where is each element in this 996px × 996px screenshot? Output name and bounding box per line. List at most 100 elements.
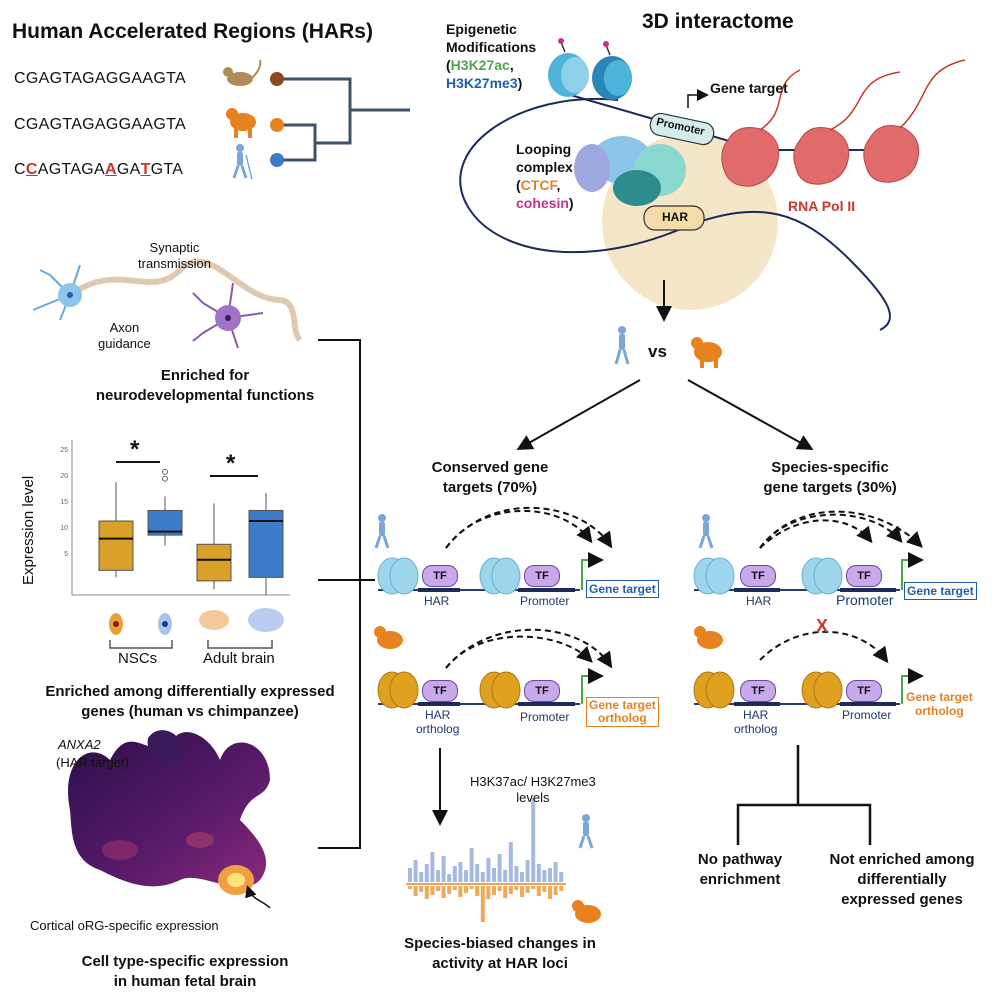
human-icon-tree	[232, 144, 253, 180]
track-bar-chimp	[447, 886, 452, 894]
conserved-chimp-row	[377, 628, 613, 709]
har-label-conserved: HAR	[424, 594, 450, 608]
specific-outcome-tree	[736, 745, 872, 845]
adult-brain-label: Adult brain	[203, 650, 275, 667]
track-bar-human	[480, 872, 485, 882]
track-bar-chimp	[553, 886, 558, 895]
track-bar-human	[508, 842, 513, 882]
promoter-chimp-conserved: Promoter	[520, 710, 570, 724]
seq-monkey: CGAGTAGAGGAAGTA	[14, 70, 186, 87]
blocked-x: X	[816, 616, 829, 636]
track-bar-human	[475, 864, 480, 882]
seq-chimp: CGAGTAGAGGAAGTA	[14, 116, 186, 133]
interactome-title: 3D interactome	[642, 10, 794, 33]
neuron-illustration	[32, 258, 303, 349]
significance-star-adult: *	[226, 450, 236, 477]
looping-label: Looping complex (CTCF, cohesin)	[516, 141, 574, 211]
track-bar-chimp	[430, 886, 435, 895]
track-bar-chimp	[458, 886, 463, 897]
tf-specific-chimp-promoter: TF	[846, 680, 882, 702]
gene-target-specific: Gene target	[904, 582, 977, 600]
track-bar-human	[514, 866, 519, 882]
gene-target-label: Gene target	[710, 80, 788, 96]
specific-chimp-row	[693, 630, 924, 709]
chimp-icon-conserved	[374, 626, 403, 649]
rna-pol-label: RNA Pol II	[788, 198, 856, 214]
track-bar-human	[553, 862, 558, 882]
track-bar-human	[548, 868, 552, 882]
specific-human-row	[693, 510, 924, 595]
track-bar-chimp	[480, 886, 485, 922]
seq-human: CCAGTAGAAGATGTA	[14, 161, 184, 178]
promoter-label-conserved: Promoter	[520, 594, 570, 608]
track-bar-chimp	[514, 886, 519, 890]
track-bar-chimp	[525, 886, 530, 893]
track-bar-chimp	[424, 886, 429, 899]
track-bar-human	[486, 858, 491, 882]
monkey-icon	[223, 59, 262, 86]
track-bar-human	[419, 872, 424, 882]
har-label-specific: HAR	[746, 594, 772, 608]
track-bar-chimp	[559, 886, 564, 891]
track-bar-human	[413, 860, 418, 882]
track-bar-chimp	[492, 886, 496, 895]
track-bar-chimp	[452, 886, 457, 890]
track-bar-human	[430, 852, 435, 882]
tf-human-har: TF	[422, 565, 458, 587]
track-bar-chimp	[536, 886, 541, 896]
promoter-chimp-specific: Promoter	[842, 708, 892, 722]
nsc-human-icon	[158, 613, 172, 635]
track-bar-chimp	[469, 886, 474, 889]
boxplot-chart	[71, 440, 290, 649]
track-bar-human	[447, 874, 452, 882]
track-bar-chimp	[531, 886, 536, 889]
tf-chimp-promoter: TF	[524, 680, 560, 702]
track-bar-chimp	[413, 886, 418, 896]
significance-star-nscs: *	[130, 436, 140, 463]
track-bar-human	[492, 868, 496, 882]
box-outlier	[162, 475, 168, 482]
track-bar-chimp	[464, 886, 468, 893]
har-box-label: HAR	[662, 210, 688, 224]
human-node	[270, 153, 284, 167]
track-bar-human	[458, 862, 463, 882]
track-bar-human	[542, 870, 547, 882]
track-bar-chimp	[508, 886, 513, 894]
chimp-node	[270, 118, 284, 132]
tf-chimp-har: TF	[422, 680, 458, 702]
box-outlier	[162, 468, 168, 475]
track-bar-chimp	[520, 886, 524, 897]
monkey-node	[270, 72, 284, 86]
track-bar-human	[536, 864, 541, 882]
track-bar-human	[441, 856, 446, 882]
chimp-icon-track	[572, 900, 601, 923]
track-bar-human	[520, 872, 524, 882]
track-bar-human	[525, 860, 530, 882]
track-bar-human	[497, 854, 502, 882]
brain-human-icon	[248, 608, 284, 632]
gene-target-conserved: Gene target	[586, 580, 659, 598]
promoter-label-specific: Promoter	[836, 592, 894, 608]
nscs-label: NSCs	[118, 650, 158, 667]
brain-chimp-icon	[199, 610, 229, 630]
track-bar-human	[531, 798, 536, 882]
track-bar-chimp	[486, 886, 491, 899]
conserved-human-row	[377, 506, 613, 595]
track-bar-chimp	[548, 886, 552, 899]
track-bar-chimp	[408, 886, 412, 889]
anxa2-label: ANXA2	[58, 737, 101, 752]
boxplot-ylabel: Expression level	[20, 475, 37, 585]
